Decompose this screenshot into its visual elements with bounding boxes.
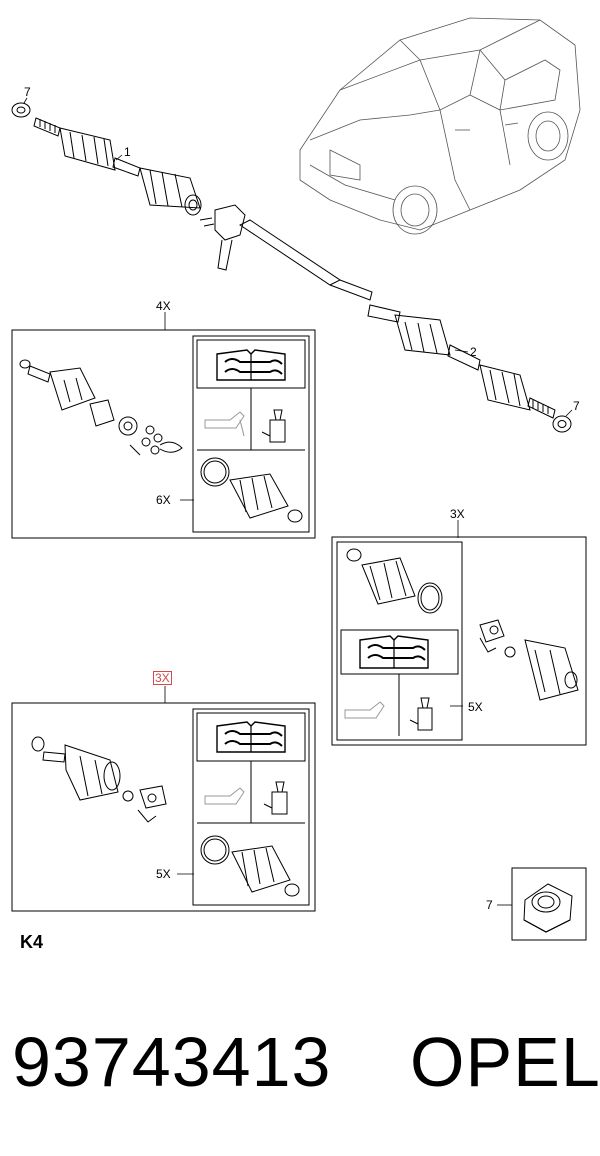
kit-c-quantity: 3X (153, 671, 172, 685)
kit-c-box (11, 702, 316, 912)
kit-c-boot-quantity: 5X (156, 867, 171, 881)
callout-1: 1 (124, 145, 131, 159)
part-number: 93743413 (12, 1023, 332, 1101)
nut-box (511, 867, 587, 941)
callout-7-right: 7 (573, 399, 580, 413)
drive-shaft-2 (367, 304, 572, 433)
brand-name: OPEL (410, 1023, 600, 1101)
intermediate-shaft (199, 204, 373, 301)
leader-lines (23, 97, 573, 906)
kit-b-boot-quantity: 5X (468, 700, 483, 714)
kit-a-boot-quantity: 6X (156, 493, 171, 507)
kit-a-box (11, 329, 316, 539)
exploded-parts-diagram (11, 17, 587, 941)
callout-2: 2 (470, 345, 477, 359)
callout-7-top: 7 (24, 85, 31, 99)
callout-7-nut: 7 (486, 898, 493, 912)
kit-a-quantity: 4X (156, 299, 171, 313)
vehicle-illustration (299, 17, 581, 235)
page-code: K4 (20, 932, 44, 952)
drive-shaft-1 (11, 102, 202, 216)
kit-b-box (331, 536, 587, 746)
kit-b-quantity: 3X (450, 507, 465, 521)
